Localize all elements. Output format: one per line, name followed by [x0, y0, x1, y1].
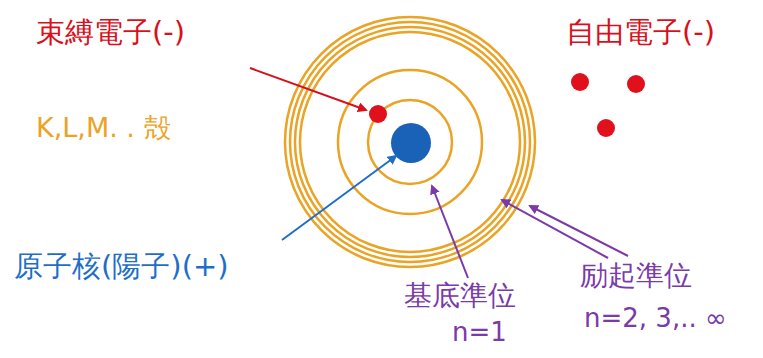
leader-line [530, 206, 628, 256]
free-electron-label: 自由電子(-) [566, 16, 715, 49]
free-electron [597, 119, 615, 137]
level-number: n=1 [452, 318, 507, 348]
leader-line [502, 200, 608, 258]
electron-shells [285, 17, 535, 267]
leader-line [432, 186, 468, 278]
nucleus-label: 原子核(陽子)(+) [14, 250, 229, 283]
ground-level-label: 基底準位 [404, 280, 516, 312]
leader-line [282, 156, 396, 240]
bound-electron-label: 束縛電子(-) [36, 16, 185, 49]
excited-level-label: 励起準位 [580, 260, 692, 292]
level-number: n=2, 3,.. ∞ [584, 304, 727, 334]
bound-electron [369, 105, 387, 123]
leader-line [250, 68, 366, 110]
shell-label: K,L,M. . 殻 [36, 112, 171, 143]
free-electron [571, 73, 589, 91]
free-electron [627, 75, 645, 93]
nucleus [391, 123, 431, 163]
